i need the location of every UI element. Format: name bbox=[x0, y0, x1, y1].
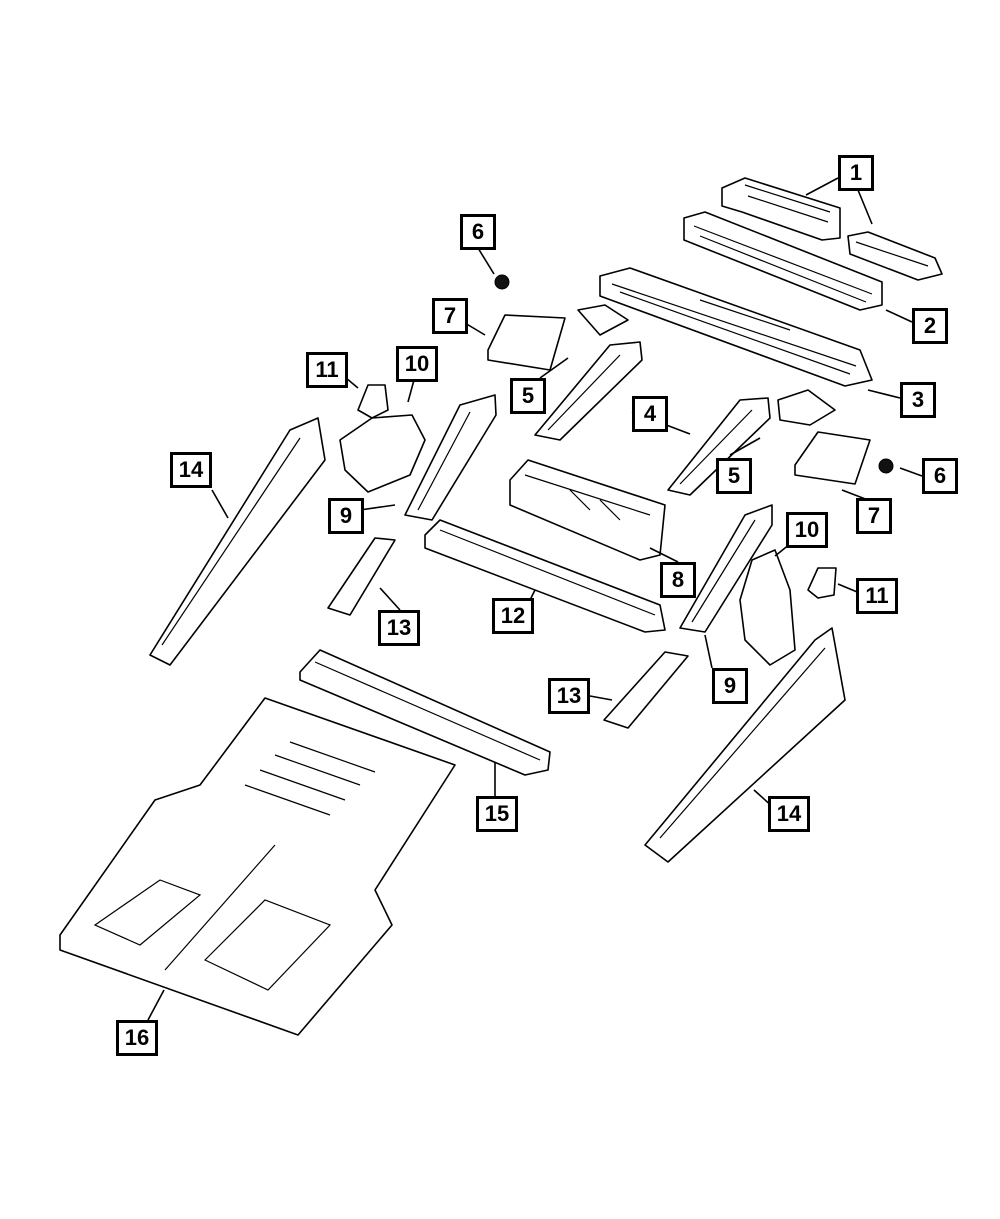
part-5-rail-right bbox=[667, 389, 836, 496]
callout-9-left: 9 bbox=[328, 498, 364, 534]
callout-12: 12 bbox=[492, 598, 534, 634]
part-10-bracket-right bbox=[739, 549, 796, 666]
part-3-rear-crossmember bbox=[599, 267, 873, 387]
callout-13-right: 13 bbox=[548, 678, 590, 714]
part-4-rail bbox=[534, 304, 643, 441]
part-13-brace-right bbox=[603, 651, 689, 729]
callout-14-right: 14 bbox=[768, 796, 810, 832]
part-8-center-crossmember bbox=[509, 459, 666, 561]
part-2-crossmember bbox=[683, 211, 883, 311]
callout-8: 8 bbox=[660, 562, 696, 598]
callout-10-right: 10 bbox=[786, 512, 828, 548]
callout-5-left: 5 bbox=[510, 378, 546, 414]
callout-9-right: 9 bbox=[712, 668, 748, 704]
callout-7-right: 7 bbox=[856, 498, 892, 534]
callout-16: 16 bbox=[116, 1020, 158, 1056]
part-11-bracket-right bbox=[807, 567, 837, 599]
part-11-bracket-left bbox=[357, 384, 389, 419]
callout-10-left: 10 bbox=[396, 346, 438, 382]
callout-15: 15 bbox=[476, 796, 518, 832]
part-1-brackets bbox=[721, 177, 943, 281]
part-10-bracket-left bbox=[339, 414, 426, 493]
part-14-sill-right bbox=[644, 627, 846, 863]
part-15-crossmember bbox=[299, 649, 551, 776]
callout-11-left: 11 bbox=[306, 352, 348, 388]
part-7-plate-left bbox=[487, 314, 566, 371]
part-6-plug-right bbox=[878, 458, 894, 474]
part-16-floor-pan bbox=[59, 697, 456, 1036]
part-12-crossmember bbox=[424, 519, 666, 633]
part-13-brace-left bbox=[327, 537, 396, 616]
callout-11-right: 11 bbox=[856, 578, 898, 614]
callout-5-right: 5 bbox=[716, 458, 752, 494]
callout-13-left: 13 bbox=[378, 610, 420, 646]
callout-4: 4 bbox=[632, 396, 668, 432]
callout-14-left: 14 bbox=[170, 452, 212, 488]
part-9-rail-right bbox=[679, 504, 773, 633]
callout-1: 1 bbox=[838, 155, 874, 191]
leader-lines bbox=[147, 177, 923, 1021]
callout-6-left: 6 bbox=[460, 214, 496, 250]
part-7-plate-right bbox=[794, 431, 871, 485]
callout-6-right: 6 bbox=[922, 458, 958, 494]
part-6-plug-left bbox=[494, 274, 510, 290]
callout-2: 2 bbox=[912, 308, 948, 344]
part-9-rail-left bbox=[404, 394, 497, 521]
part-14-sill-left bbox=[149, 417, 326, 666]
callout-7-left: 7 bbox=[432, 298, 468, 334]
callout-3: 3 bbox=[900, 382, 936, 418]
